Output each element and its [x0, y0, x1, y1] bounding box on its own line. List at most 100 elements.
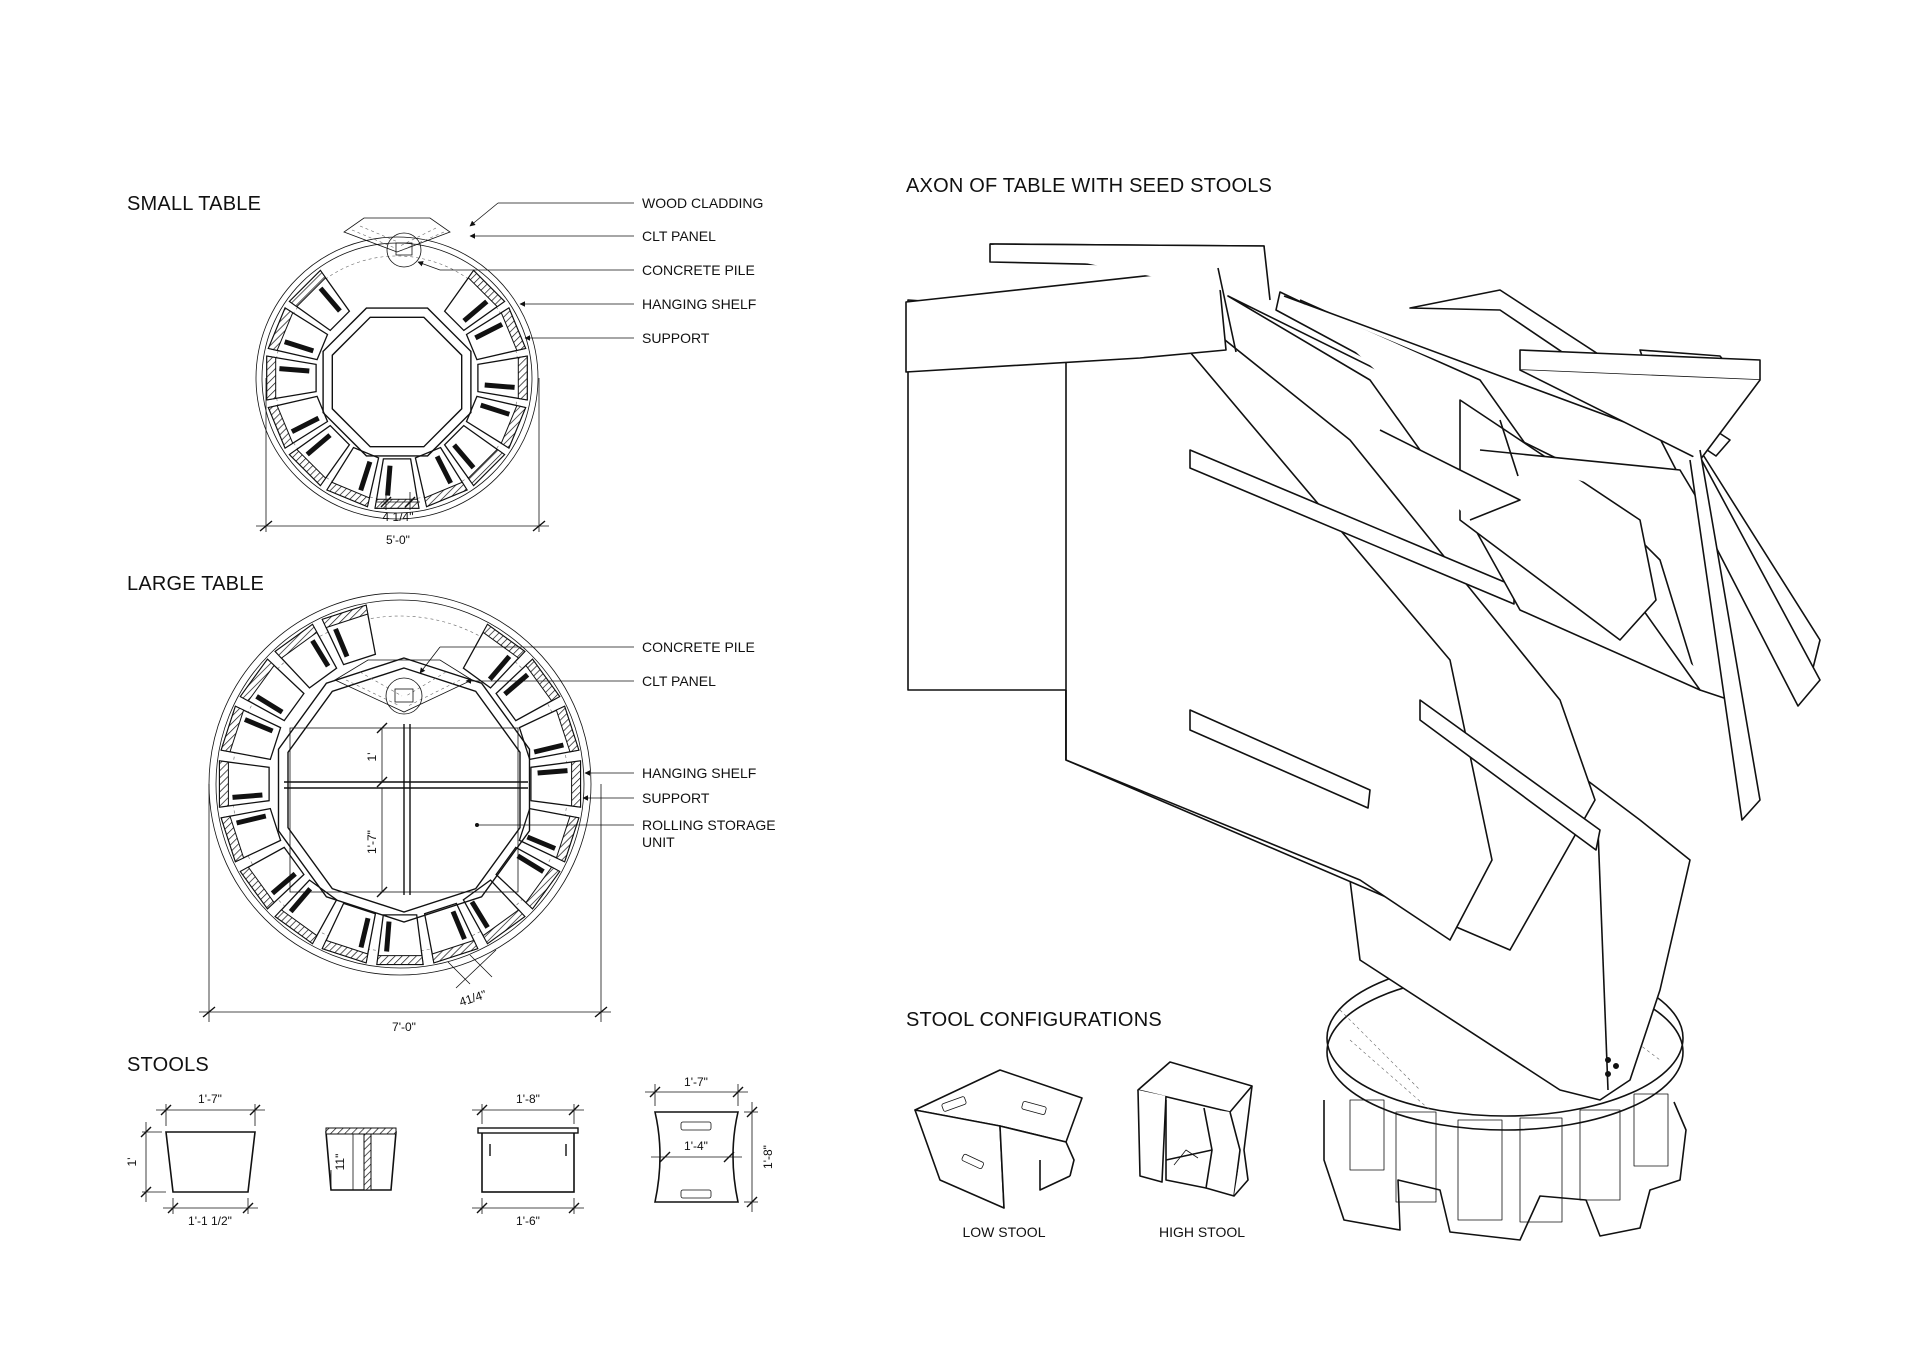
high-stool-label: HIGH STOOL — [1159, 1224, 1245, 1240]
small-table-cladding-band — [467, 448, 506, 487]
small-table-modules — [266, 269, 528, 509]
stool-elevation-3: 1'-8" 1'-6" — [472, 1092, 584, 1228]
large-table-dimensions: 1' 1'-7" 41/4" 7'-0" — [199, 722, 611, 1034]
stool1-top-dim: 1'-7" — [198, 1092, 222, 1106]
large-table-cladding-band — [220, 705, 245, 753]
small-table-shelf-bar — [484, 382, 515, 390]
large-table-shelf-bar — [236, 813, 267, 826]
large-table-shelf-bar — [537, 768, 568, 776]
stool4-mid-dim: 1'-4" — [684, 1139, 708, 1153]
small-table-cladding-band — [326, 481, 370, 508]
large-table-cladding-band — [482, 909, 526, 945]
large-table-shelf-bar — [243, 717, 274, 734]
low-stool-axon — [914, 1069, 1083, 1209]
large-table-cladding-band — [482, 623, 526, 659]
callout-wood-cladding: WOOD CLADDING — [642, 195, 763, 211]
callout-hanging-shelf: HANGING SHELF — [642, 296, 756, 312]
large-table-cladding-band — [220, 815, 245, 863]
small-table-cladding-band — [267, 307, 294, 351]
large-table-shelf-bar — [384, 921, 392, 952]
large-table-plan: LARGE TABLE — [127, 573, 776, 1034]
small-table-cladding-band — [267, 405, 294, 449]
large-table-cladding-band — [321, 604, 369, 629]
large-overall-dimension: 7'-0" — [392, 1020, 416, 1034]
small-table-shelf-bar — [290, 415, 320, 434]
large-table-cladding-band — [555, 815, 580, 863]
large-table-shelf-bar — [288, 887, 313, 914]
small-table-inner-ring — [322, 307, 472, 457]
large-table-modules — [218, 604, 582, 966]
stools-title: STOOLS — [127, 1054, 209, 1076]
large-table-shelf-bar — [255, 694, 284, 715]
small-table-shelf-bar — [479, 402, 511, 417]
large-table-shelf-bar — [487, 654, 512, 681]
low-stool-label: LOW STOOL — [963, 1224, 1046, 1240]
large-table-cladding-band — [555, 705, 580, 753]
stools-section: STOOLS 1'-7" 1' 1'-1 1/2" — [125, 1054, 775, 1228]
stool3-bottom-dim: 1'-6" — [516, 1214, 540, 1228]
small-table-cladding-band — [288, 269, 327, 308]
callout-support: SUPPORT — [642, 330, 710, 346]
high-stool-axon — [1137, 1061, 1253, 1197]
small-table-cladding-band — [467, 269, 506, 308]
large-table-cladding-band — [239, 866, 275, 910]
small-table-shelf-bar — [318, 286, 342, 313]
small-table-cladding-band — [424, 481, 468, 508]
small-table-inner-opening — [331, 316, 463, 448]
small-table-shelf-bar — [358, 460, 373, 492]
large-table-shelf-bar — [516, 853, 545, 874]
axon-drawing — [905, 243, 1821, 1241]
large-table-cladding-band — [431, 939, 479, 964]
large-table-shelf-bar — [526, 834, 557, 851]
large-table-shelf-bar — [533, 742, 564, 755]
stool-config-title: STOOL CONFIGURATIONS — [906, 1009, 1162, 1031]
large-callout-hanging-shelf: HANGING SHELF — [642, 765, 756, 781]
large-table-cladding-band — [525, 866, 561, 910]
small-table-shelf-bar — [462, 299, 489, 323]
small-table-shelf-bar — [279, 366, 310, 374]
large-concrete-pile-icon — [385, 677, 423, 715]
large-table-cladding-band — [274, 909, 318, 945]
large-table-callouts: CONCRETE PILE CLT PANEL HANGING SHELF SU… — [419, 639, 776, 850]
large-table-shelf-bar — [503, 672, 530, 697]
large-table-inner-ring — [277, 657, 531, 923]
stool1-bottom-dim: 1'-1 1/2" — [188, 1214, 232, 1228]
small-table-shelf-bar — [452, 443, 476, 470]
large-table-drawing — [208, 592, 592, 976]
large-table-shelf-bar — [358, 917, 371, 948]
stool-config-section: STOOL CONFIGURATIONS LOW STOOL HIGH STOO… — [906, 1009, 1253, 1240]
large-callout-unit: UNIT — [642, 834, 675, 850]
stool-elevation-4: 1'-7" 1'-4" 1'-8" — [645, 1075, 775, 1212]
large-table-cladding-band — [274, 623, 318, 659]
large-table-cladding-band — [219, 760, 229, 808]
small-table-plan: SMALL TABLE WOOD CLADDING CLT PANEL — [127, 193, 763, 547]
large-table-title: LARGE TABLE — [127, 573, 264, 595]
small-bay-dimension: 4 1/4" — [383, 510, 414, 524]
small-overall-dimension: 5'-0" — [386, 533, 410, 547]
small-table-shelf-bar — [385, 465, 393, 496]
stool3-top-dim: 1'-8" — [516, 1092, 540, 1106]
small-table-shelf-bar — [434, 455, 453, 485]
large-upper-dimension: 1' — [365, 753, 379, 762]
small-table-cladding-band — [266, 355, 277, 401]
large-table-shelf-bar — [469, 900, 490, 929]
small-table-cladding-band — [500, 307, 527, 351]
large-table-shelf-bar — [450, 910, 467, 941]
small-table-cladding-band — [500, 405, 527, 449]
large-table-cladding-band — [321, 939, 369, 964]
large-table-cladding-band — [525, 658, 561, 702]
large-callout-support: SUPPORT — [642, 790, 710, 806]
stool4-top-dim: 1'-7" — [684, 1075, 708, 1089]
small-table-drawing — [255, 217, 539, 520]
axon-title: AXON OF TABLE WITH SEED STOOLS — [906, 175, 1272, 197]
small-table-title: SMALL TABLE — [127, 193, 261, 215]
stool-elevation-1: 1'-7" 1' 1'-1 1/2" — [125, 1092, 265, 1228]
large-table-shelf-bar — [232, 792, 263, 800]
small-table-shelf-bar — [305, 433, 332, 457]
concrete-pile-icon — [386, 232, 422, 268]
large-table-cladding-band — [571, 760, 581, 808]
large-bay-dimension: 41/4" — [457, 987, 488, 1009]
stool2-height-dim: 11" — [333, 1154, 347, 1171]
stool1-height-dim: 1' — [125, 1158, 139, 1167]
